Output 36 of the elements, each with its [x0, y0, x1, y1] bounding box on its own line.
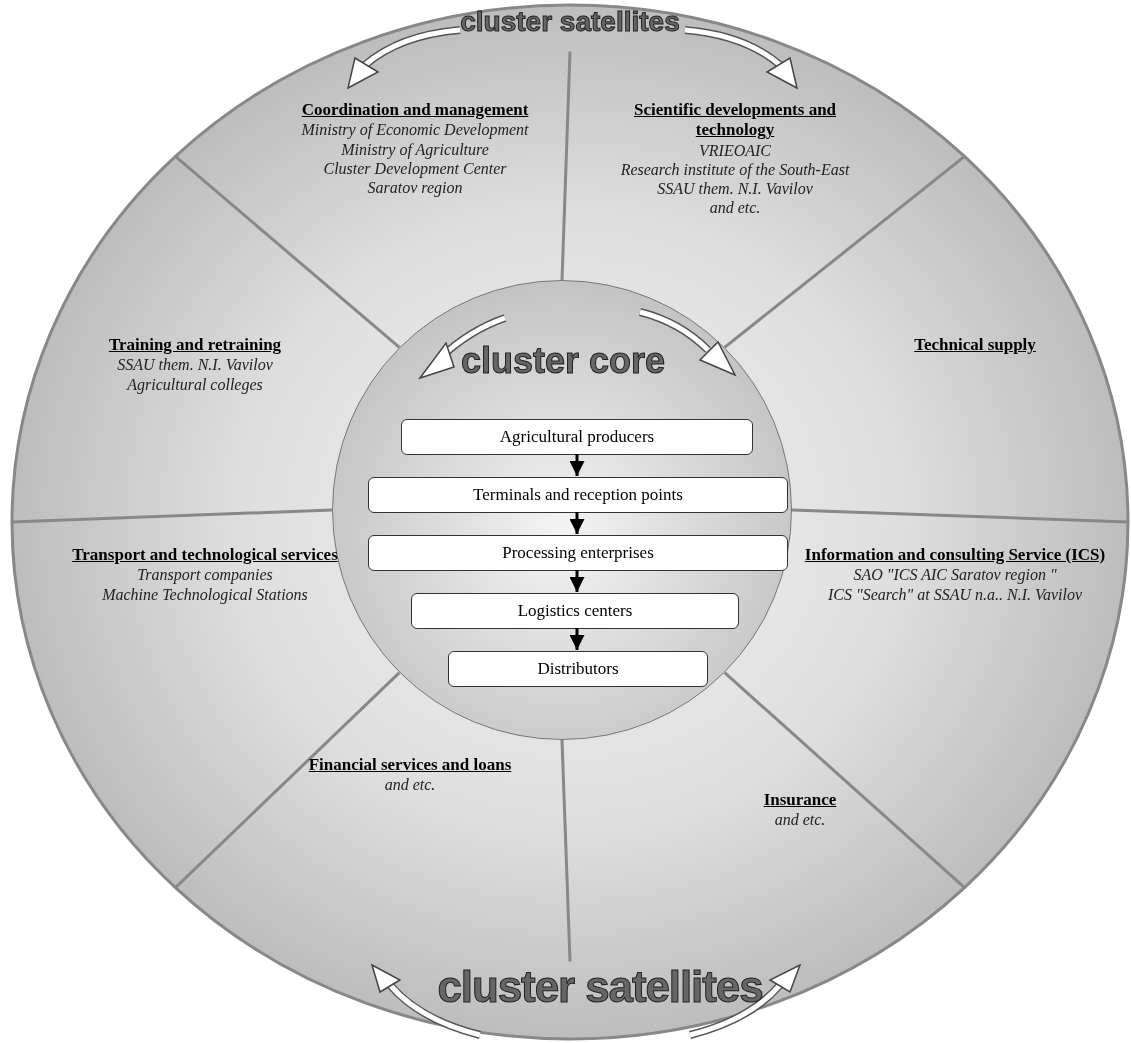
flow-arrow [569, 570, 585, 592]
sector-heading: Insurance [763, 790, 837, 811]
member-item: Cluster Development Center [323, 159, 507, 178]
member-item: and etc. [709, 198, 761, 218]
sector-heading: Technical supply [914, 335, 1036, 356]
stage-box: Distributors [448, 651, 708, 687]
flow-arrow [569, 512, 585, 534]
flow-arrow [569, 628, 585, 650]
sector-heading: Transport and technological services [72, 545, 338, 566]
sector-heading: Coordination and management [301, 100, 529, 121]
member-item: SAO "ICS AIC Saratov region " [853, 565, 1057, 585]
sector-heading: Training and retraining [108, 335, 282, 356]
sector-heading: Information and consulting Service (ICS) [804, 545, 1106, 566]
stage-box: Agricultural producers [401, 419, 753, 455]
member-item: and etc. [774, 810, 826, 830]
member-item: Research institute of the South-East [620, 159, 850, 180]
member-item: Agricultural colleges [127, 374, 263, 394]
member-item: and etc. [384, 775, 436, 795]
flow-arrow [569, 454, 585, 476]
member-item: Ministry of Agriculture [341, 139, 489, 159]
sector-heading: Financial services and loans [308, 755, 512, 776]
ring-title: cluster satellites [436, 965, 764, 1009]
ring-title: cluster satellites [459, 8, 681, 36]
stage-box: Logistics centers [411, 593, 739, 629]
member-item: SSAU them. N.I. Vavilov [117, 355, 273, 375]
stage-box: Terminals and reception points [368, 477, 788, 513]
member-item: Saratov region [367, 178, 463, 198]
member-item: SSAU them. N.I. Vavilov [657, 179, 813, 199]
member-item: VRIEOAIC [699, 140, 771, 160]
member-item: Machine Technological Stations [102, 584, 308, 604]
member-item: Transport companies [137, 565, 273, 585]
member-item: ICS "Search" at SSAU n.a.. N.I. Vavilov [827, 584, 1083, 604]
sector-heading: Scientific developments and technology [632, 100, 838, 141]
stage-box: Processing enterprises [368, 535, 788, 571]
member-item: Ministry of Economic Development [301, 120, 529, 140]
core-title: cluster core [459, 343, 667, 379]
